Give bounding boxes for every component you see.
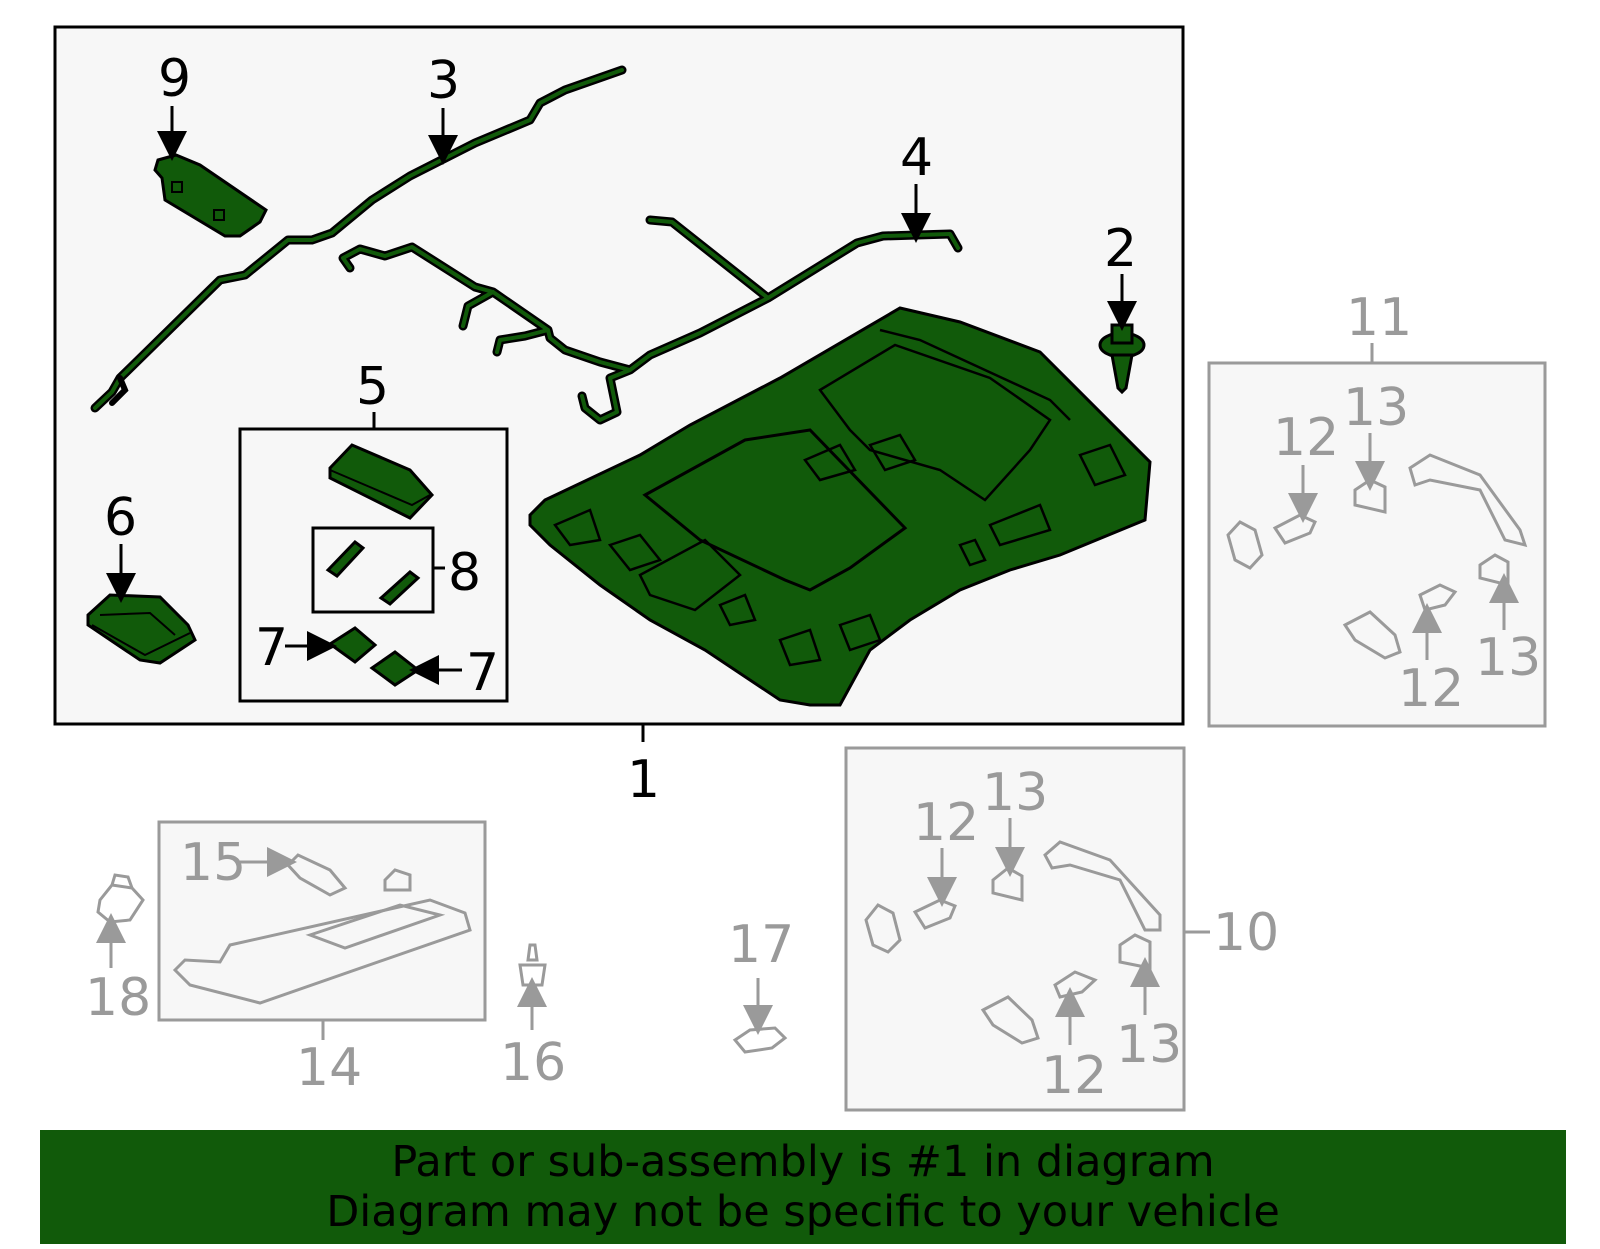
- callout-12d: 12: [1041, 1046, 1107, 1106]
- callout-10: 10: [1213, 903, 1279, 963]
- part-7-socket-a[interactable]: [327, 626, 378, 664]
- footer-line-1: Part or sub-assembly is #1 in diagram: [391, 1137, 1215, 1187]
- callout-7b: 7: [466, 643, 499, 703]
- part-16-screw[interactable]: [518, 943, 547, 987]
- callout-2: 2: [1104, 219, 1137, 279]
- callout-18: 18: [85, 968, 151, 1028]
- callout-13c: 13: [982, 763, 1048, 823]
- box-8: [311, 526, 435, 614]
- part-4-harness[interactable]: [338, 215, 963, 425]
- part-8-bulbs[interactable]: [325, 540, 421, 606]
- callout-17: 17: [728, 915, 794, 975]
- callout-12b: 12: [1398, 659, 1464, 719]
- part-5-lamp-assembly[interactable]: [328, 443, 435, 520]
- part-18-visor-holder[interactable]: [96, 873, 145, 924]
- callout-1: 1: [627, 750, 660, 810]
- callout-9: 9: [158, 49, 191, 109]
- callout-14: 14: [296, 1038, 362, 1098]
- part-14-sun-visor[interactable]: [172, 868, 472, 1005]
- callout-13d: 13: [1116, 1015, 1182, 1075]
- callout-6: 6: [104, 488, 137, 548]
- callout-12a: 12: [1273, 408, 1339, 468]
- box-10: [844, 746, 1186, 1112]
- part-17-bracket[interactable]: [732, 1026, 788, 1054]
- callout-16: 16: [500, 1033, 566, 1093]
- callout-13a: 13: [1343, 378, 1409, 438]
- part-9-map-lamp[interactable]: [153, 153, 268, 238]
- callout-15: 15: [180, 833, 246, 893]
- callout-13b: 13: [1475, 628, 1541, 688]
- part-1-headliner[interactable]: [528, 306, 1152, 707]
- part-15-bulb[interactable]: [285, 853, 348, 897]
- callout-11: 11: [1346, 288, 1412, 348]
- callout-4: 4: [900, 128, 933, 188]
- part-3-harness[interactable]: [90, 65, 627, 413]
- box-14: [157, 820, 487, 1022]
- footer-line-2: Diagram may not be specific to your vehi…: [326, 1187, 1280, 1237]
- footer-banner: Part or sub-assembly is #1 in diagram Di…: [40, 1130, 1566, 1244]
- callout-5: 5: [356, 357, 389, 417]
- box-11: [1207, 361, 1547, 728]
- callout-3: 3: [427, 51, 460, 111]
- callout-7a: 7: [255, 618, 288, 678]
- callout-12c: 12: [913, 793, 979, 853]
- callout-8: 8: [448, 543, 481, 603]
